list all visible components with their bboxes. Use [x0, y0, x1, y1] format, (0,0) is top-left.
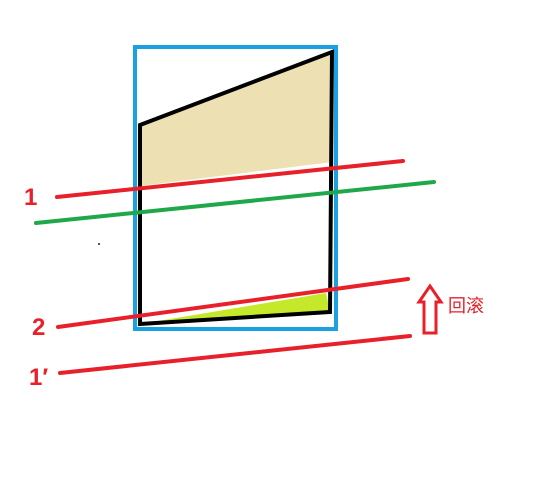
stray-dot: [98, 243, 100, 245]
line-1: [55, 159, 405, 199]
shape-outline: [138, 49, 335, 327]
green-line: [34, 180, 436, 225]
label-line-1-prime: 1′: [29, 364, 48, 391]
line-1-prime: [58, 334, 412, 375]
label-line-1: 1: [24, 184, 37, 211]
bottom-region: [140, 293, 330, 324]
top-region: [140, 52, 332, 186]
up-arrow-icon: [416, 283, 444, 335]
line-2: [56, 277, 410, 329]
label-rollback: 回滚: [448, 296, 484, 317]
label-line-2: 2: [32, 314, 45, 341]
